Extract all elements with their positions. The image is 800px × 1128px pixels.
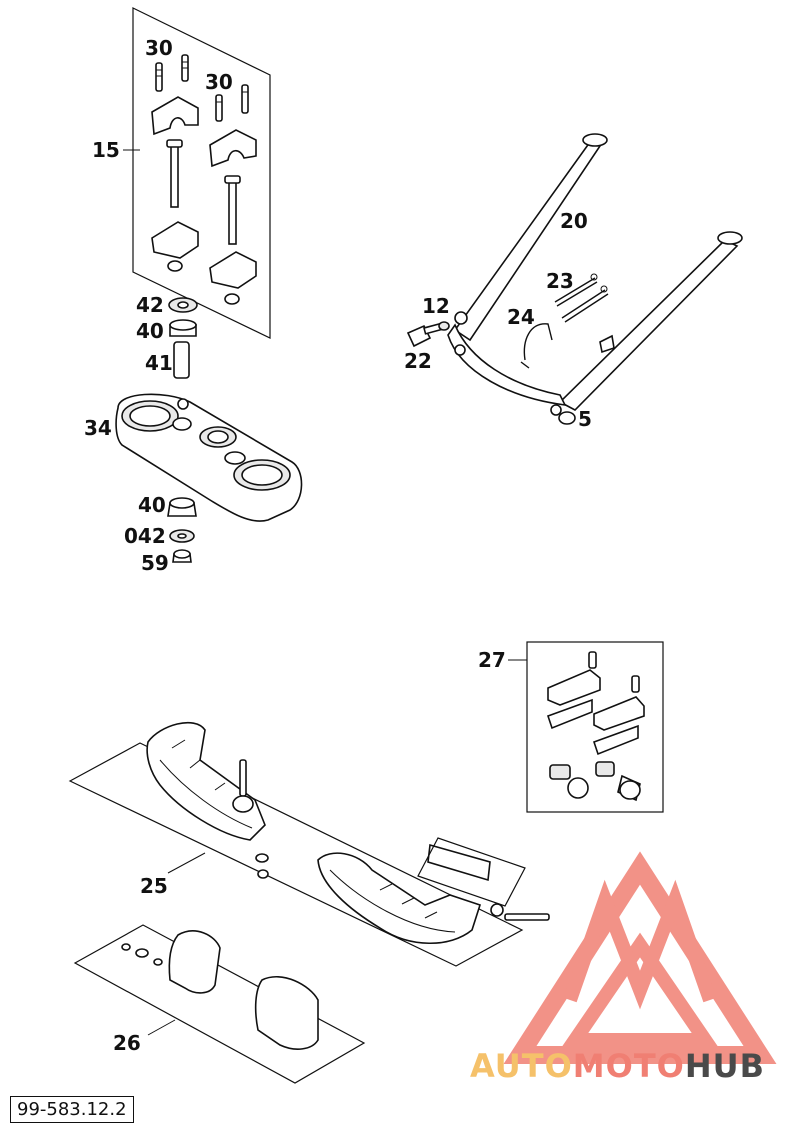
leader-26: [147, 1019, 176, 1036]
lower-clamp-left: [151, 221, 199, 259]
callout-41: 41: [145, 351, 173, 375]
side-stand: [447, 133, 743, 416]
bar-end-insert-b: [595, 761, 615, 777]
handguard-shield-set: [73, 924, 366, 1084]
brand-moto: MOTO: [573, 1047, 685, 1085]
upper-clamp-left: [151, 96, 199, 136]
lower-stem-hardware: [167, 497, 197, 563]
callout-15: 15: [92, 138, 120, 162]
callout-40-lower: 40: [138, 493, 166, 517]
riser-bolt-left: [170, 144, 179, 208]
shield-left: [168, 930, 221, 994]
stem-41: [173, 341, 190, 379]
logo-m-stroke: [563, 879, 717, 1010]
clamp-bolts-right: [215, 84, 249, 122]
bar-end-insert-a: [549, 764, 571, 780]
callout-23: 23: [546, 269, 574, 293]
callout-042: 042: [124, 524, 166, 548]
clamp-bolts-left: [155, 54, 189, 92]
leader-25: [167, 852, 206, 874]
callout-12: 12: [422, 294, 450, 318]
callout-42: 42: [136, 293, 164, 317]
watermark-brand-text: AUTOMOTOHUB: [470, 1047, 765, 1085]
spring-hook-24: [520, 323, 553, 369]
handlebar-clamp-set: [123, 7, 271, 339]
handguard-panel: [68, 742, 524, 967]
callout-59: 59: [141, 551, 169, 575]
callout-5: 5: [578, 407, 592, 431]
riser-bolt-right: [228, 181, 237, 245]
stand-spring-bracket: [599, 334, 615, 354]
stand-springs: [554, 273, 609, 323]
spring-23-b: [561, 289, 609, 323]
brand-auto: AUTO: [470, 1047, 573, 1085]
nut-5: [558, 411, 576, 425]
stand-crossbar: [447, 323, 567, 406]
upper-clamp-right: [209, 129, 257, 168]
handlebar-end-section: [427, 843, 491, 882]
watermark-logo: [503, 851, 777, 1064]
callout-22: 22: [404, 349, 432, 373]
clamp-nut-left: [167, 260, 183, 272]
handguard-set: [68, 721, 550, 967]
steering-stem-stack: [168, 297, 198, 379]
callout-26: 26: [113, 1031, 141, 1055]
mount-kit-panel: [526, 641, 664, 813]
logo-triangle-inner: [561, 932, 719, 1047]
clamp-nut-right: [224, 293, 240, 305]
callout-40-upper: 40: [136, 319, 164, 343]
brand-hub: HUB: [685, 1047, 765, 1085]
handlebar-end-panel: [417, 837, 526, 907]
shield-panel: [73, 924, 366, 1084]
drawing-code-label: 99-583.12.2: [10, 1096, 134, 1123]
lower-clamp-right: [209, 251, 257, 289]
handguard-left-bolt: [239, 759, 247, 797]
washer-12: [438, 321, 450, 331]
stand-leg-right: [558, 239, 739, 411]
logo-triangle-outer: [503, 851, 777, 1064]
callout-30-right: 30: [205, 70, 233, 94]
handguard-left: [146, 721, 266, 841]
callout-30-left: 30: [145, 36, 173, 60]
callout-34: 34: [84, 416, 112, 440]
triple-clamp: [115, 393, 303, 522]
callout-20: 20: [560, 209, 588, 233]
callout-25: 25: [140, 874, 168, 898]
handguard-right: [317, 852, 482, 945]
callout-24: 24: [507, 305, 535, 329]
callout-27: 27: [478, 648, 506, 672]
shield-right: [254, 975, 319, 1050]
stand-pivot-hardware: [406, 321, 576, 425]
clamp-set-panel: [132, 7, 271, 339]
handguard-right-bolt: [504, 913, 550, 921]
spring-23-a: [554, 277, 598, 307]
handguard-mount-kit: [508, 641, 664, 813]
